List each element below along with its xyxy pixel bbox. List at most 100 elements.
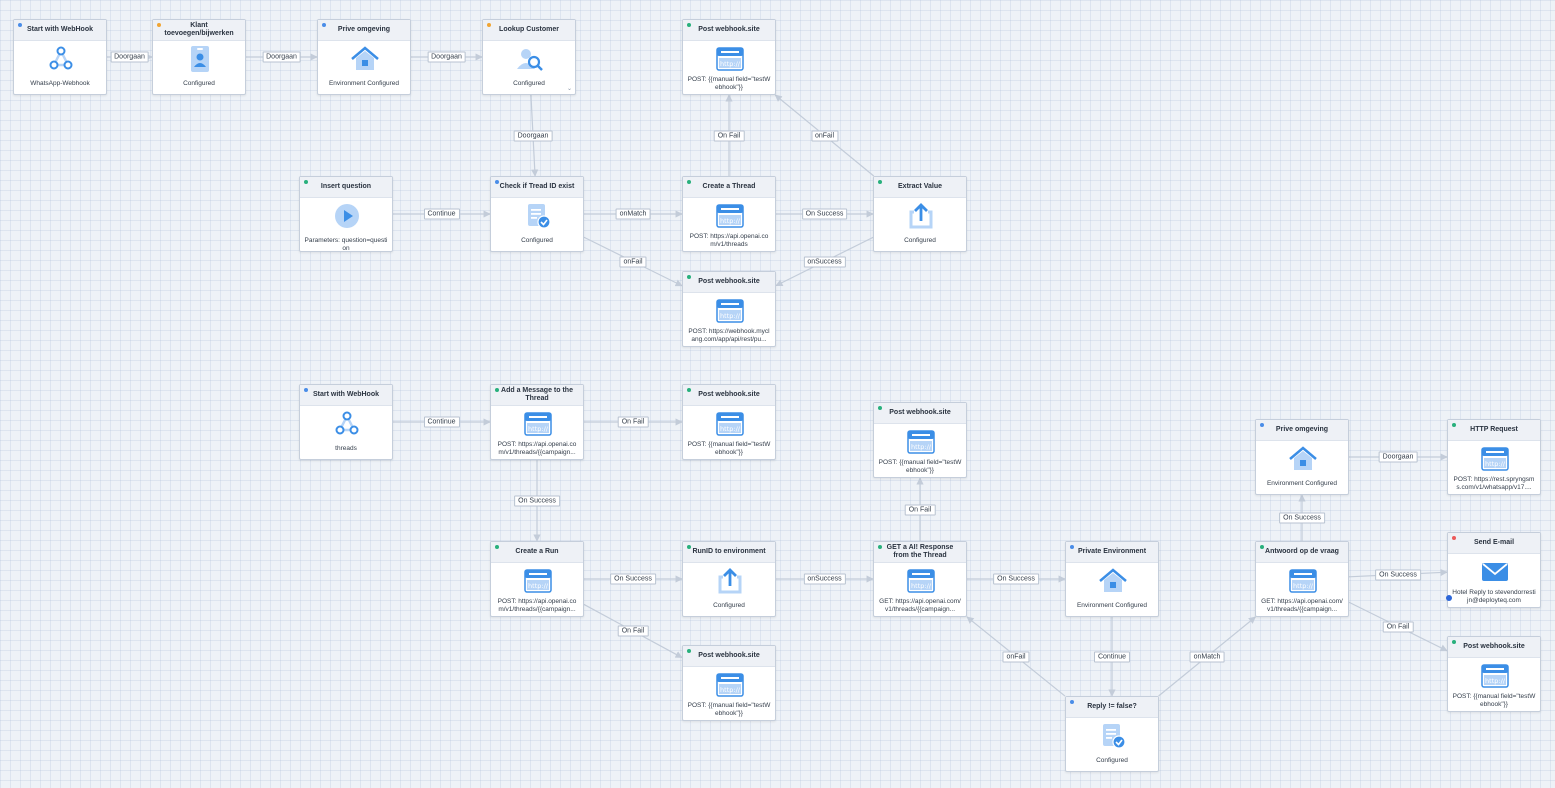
edge-label[interactable]: On Success (801, 208, 848, 220)
workflow-node[interactable]: Create a Thread http:// POST: https://ap… (682, 176, 776, 252)
node-title: Post webhook.site (683, 20, 775, 41)
edge-label[interactable]: onFail (810, 130, 839, 141)
status-dot (304, 388, 308, 392)
node-title: Post webhook.site (874, 403, 966, 424)
workflow-node[interactable]: Post webhook.site http:// POST: {{manual… (682, 384, 776, 460)
workflow-node[interactable]: Start with WebHook threads (299, 384, 393, 460)
edge-label[interactable]: On Fail (617, 416, 649, 428)
workflow-node[interactable]: Post webhook.site http:// POST: {{manual… (873, 402, 967, 478)
status-dot (495, 388, 499, 392)
http-icon: http:// (1480, 662, 1510, 690)
workflow-node[interactable]: Send E-mail Hotel Reply to stevendorrest… (1446, 532, 1541, 608)
email-icon (1480, 558, 1510, 586)
node-subtitle: Parameters: question=question (304, 237, 388, 252)
http-icon: http:// (715, 410, 745, 438)
edge-label[interactable]: On Success (993, 573, 1039, 585)
status-dot (1070, 700, 1074, 704)
edge-label[interactable]: Doorgaan (513, 130, 553, 141)
svg-text:http://: http:// (720, 60, 741, 68)
node-title: Post webhook.site (1448, 637, 1540, 658)
node-title: Check if Tread ID exist (491, 177, 583, 198)
svg-text:http://: http:// (720, 312, 741, 320)
edge-label[interactable]: onFail (619, 256, 647, 267)
workflow-node[interactable]: Post webhook.site http:// POST: {{manual… (1447, 636, 1541, 712)
workflow-node[interactable]: Start with WebHook WhatsApp-Webhook (13, 19, 107, 95)
node-subtitle: Configured (521, 237, 553, 244)
status-dot (495, 180, 499, 184)
workflow-node[interactable]: Add a Message to the Thread http:// POST… (490, 384, 584, 460)
node-title: Create a Run (491, 542, 583, 563)
svg-text:http://: http:// (911, 582, 932, 590)
edge-label[interactable]: On Success (1375, 569, 1421, 580)
status-dot (687, 180, 691, 184)
svg-text:http://: http:// (528, 425, 549, 433)
status-dot (1070, 545, 1074, 549)
workflow-node[interactable]: Create a Run http:// POST: https://api.o… (490, 541, 584, 617)
edge-label[interactable]: Doorgaan (110, 51, 149, 63)
workflow-node[interactable]: Post webhook.site http:// POST: https://… (682, 271, 776, 347)
home-icon (350, 45, 380, 73)
chevron-down-icon[interactable]: ⌄ (566, 86, 572, 92)
status-dot (687, 545, 691, 549)
svg-text:http://: http:// (720, 217, 741, 225)
workflow-node[interactable]: Private Environment Environment Configur… (1065, 541, 1159, 617)
edge-label[interactable]: onSuccess (803, 256, 846, 267)
extract-icon (715, 567, 745, 595)
edge-label[interactable]: On Success (1279, 512, 1325, 524)
home-icon (1098, 567, 1128, 595)
svg-text:http://: http:// (1485, 677, 1506, 685)
edge-label[interactable]: On Fail (713, 130, 745, 141)
edge-label[interactable]: Doorgaan (1378, 451, 1418, 463)
edge-label[interactable]: On Fail (904, 504, 936, 515)
status-dot (687, 649, 691, 653)
node-title: Antwoord op de vraag (1256, 542, 1348, 563)
svg-text:http://: http:// (911, 443, 932, 451)
checklist-icon (1098, 722, 1128, 750)
edge-label[interactable]: On Success (610, 573, 656, 585)
edge-label[interactable]: Continue (423, 416, 460, 428)
node-title: Prive omgeving (1256, 420, 1348, 441)
status-dot (157, 23, 161, 27)
workflow-node[interactable]: Post webhook.site http:// POST: {{manual… (682, 645, 776, 721)
workflow-node[interactable]: Post webhook.site http:// POST: {{manual… (682, 19, 776, 95)
workflow-node[interactable]: RunID to environment Configured (682, 541, 776, 617)
connector-handle[interactable] (1446, 595, 1452, 601)
workflow-node[interactable]: Insert question Parameters: question=que… (299, 176, 393, 252)
workflow-node[interactable]: HTTP Request http:// POST: https://rest.… (1447, 419, 1541, 495)
edge-label[interactable]: Doorgaan (427, 51, 466, 63)
status-dot (687, 275, 691, 279)
workflow-node[interactable]: Check if Tread ID exist Configured (490, 176, 584, 252)
node-subtitle: POST: {{manual field="testWebhook"}} (878, 459, 962, 474)
http-icon: http:// (523, 567, 553, 595)
edge-label[interactable]: On Fail (1382, 621, 1414, 632)
edge-label[interactable]: On Success (514, 495, 560, 506)
workflow-node[interactable]: GET a AI! Response from the Thread http:… (873, 541, 967, 617)
status-dot (304, 180, 308, 184)
edge-label[interactable]: onSuccess (803, 573, 846, 585)
workflow-node[interactable]: Klant toevoegen/bijwerken Configured (152, 19, 246, 95)
node-subtitle: Environment Configured (328, 80, 400, 87)
workflow-node[interactable]: Lookup Customer Configured ⌄ (482, 19, 576, 95)
edge-label[interactable]: onMatch (615, 208, 651, 220)
node-title: Prive omgeving (318, 20, 410, 41)
webhook-icon (332, 410, 362, 438)
edge-label[interactable]: onMatch (1189, 651, 1225, 662)
node-title: Klant toevoegen/bijwerken (153, 20, 245, 41)
workflow-node[interactable]: Antwoord op de vraag http:// GET: https:… (1255, 541, 1349, 617)
edge-label[interactable]: onFail (1002, 651, 1030, 662)
node-subtitle: POST: https://webhook.myclang.com/app/ap… (688, 328, 770, 343)
node-subtitle: POST: https://rest.spryngsms.com/v1/what… (1453, 476, 1535, 491)
workflow-node[interactable]: Reply != false? Configured (1065, 696, 1159, 772)
status-dot (878, 180, 882, 184)
workflow-node[interactable]: Prive omgeving Environment Configured (1255, 419, 1349, 495)
edge-label[interactable]: Continue (1093, 651, 1131, 662)
edge-label[interactable]: On Fail (617, 625, 649, 637)
http-icon: http:// (715, 671, 745, 699)
workflow-node[interactable]: Extract Value Configured (873, 176, 967, 252)
workflow-node[interactable]: Prive omgeving Environment Configured (317, 19, 411, 95)
edge-label[interactable]: Continue (423, 208, 460, 220)
node-title: HTTP Request (1448, 420, 1540, 441)
edge-label[interactable]: Doorgaan (262, 51, 301, 63)
